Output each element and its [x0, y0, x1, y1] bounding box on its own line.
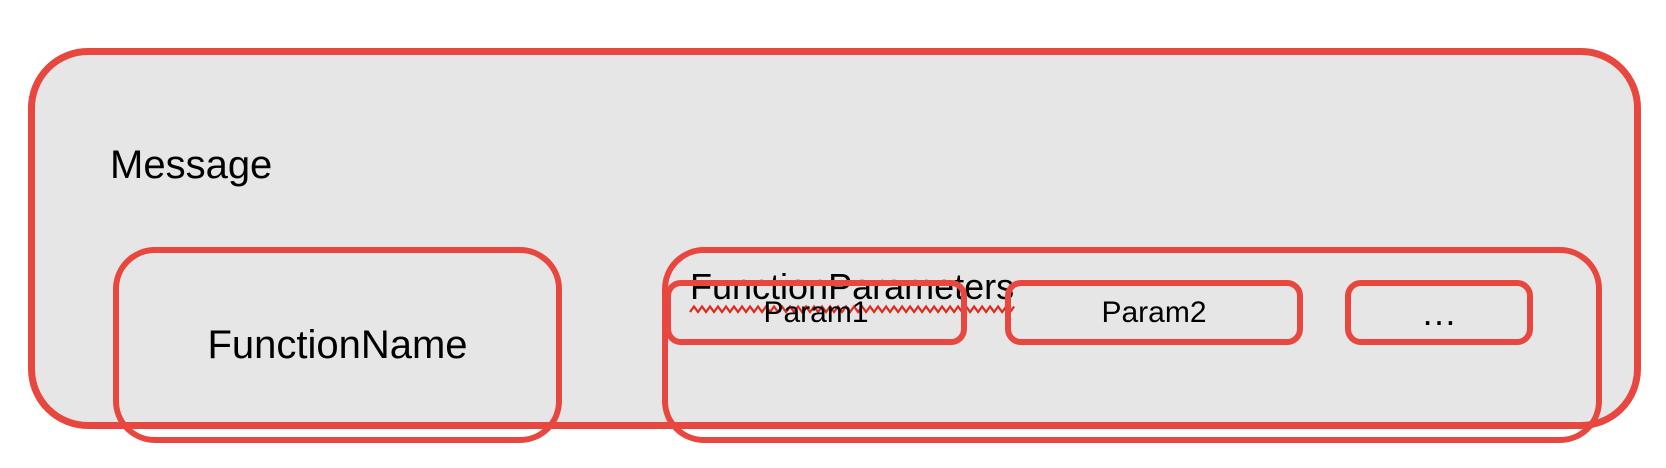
function-parameters-box: FunctionParameters	[662, 247, 1602, 443]
spellcheck-squiggle-underline-icon	[689, 304, 1016, 314]
param1-box: Param1	[665, 280, 967, 345]
param-ellipsis-label: …	[1421, 291, 1457, 333]
function-name-box: FunctionName	[113, 247, 562, 443]
message-label: Message	[110, 143, 273, 187]
function-name-label: FunctionName	[207, 323, 468, 367]
param1-label: Param1	[763, 295, 869, 329]
param2-label: Param2	[1101, 295, 1207, 329]
squiggle-polyline	[689, 304, 1016, 314]
message-box: Message FunctionName FunctionParameters	[28, 48, 1641, 443]
param2-box: Param2	[1005, 280, 1303, 345]
param-ellipsis-box: …	[1345, 280, 1533, 345]
